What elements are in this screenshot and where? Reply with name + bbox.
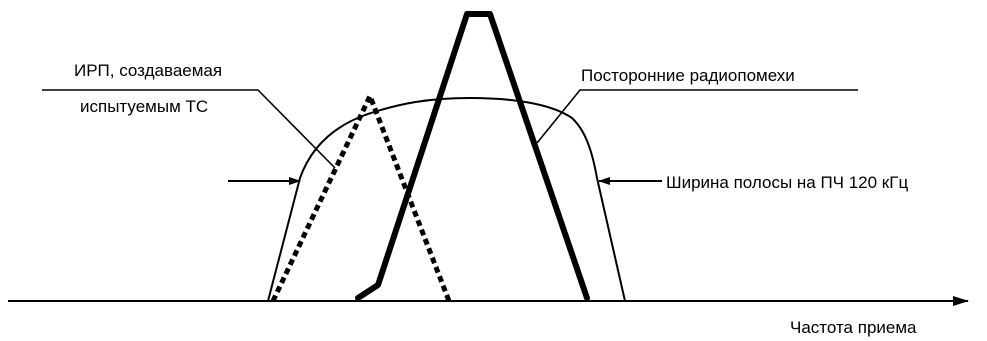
emission-spectrum-dotted	[270, 93, 452, 303]
interference-leader-line	[536, 89, 858, 144]
interference-label: Посторонние радиопомехи	[581, 66, 795, 85]
emission-label-line2: испытуемым ТС	[80, 97, 208, 116]
emission-label-line1: ИРП, создаваемая	[74, 61, 222, 80]
emission-leader-line	[42, 89, 336, 169]
x-axis-label: Частота приема	[790, 318, 917, 337]
bandwidth-filter-curve	[267, 96, 626, 302]
interference-spectrum-thick	[355, 11, 590, 301]
bandwidth-label: Ширина полосы на ПЧ 120 кГц	[666, 173, 908, 192]
